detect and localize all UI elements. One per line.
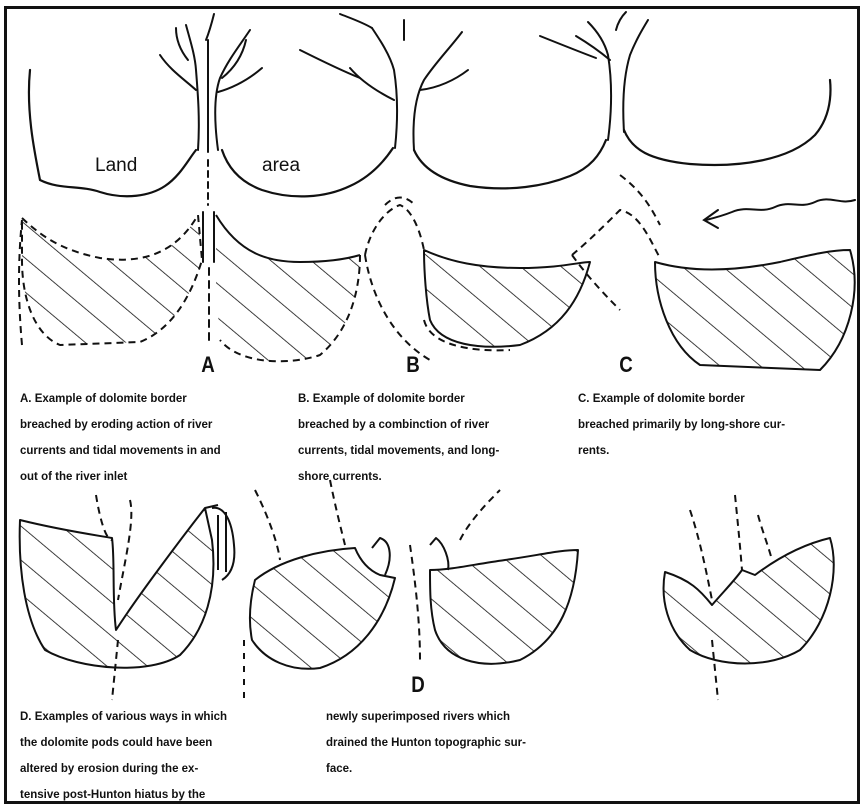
area-label: area — [262, 155, 300, 177]
pod-a — [19, 215, 360, 361]
caption-b: B. Example of dolomite border breached b… — [298, 386, 499, 490]
river-tree-c — [540, 12, 648, 140]
caption-line: newly superimposed rivers which — [326, 704, 526, 730]
caption-line: B. Example of dolomite border — [298, 386, 499, 412]
caption-line: drained the Hunton topographic sur- — [326, 730, 526, 756]
panel-label-c: C — [619, 352, 633, 378]
caption-line: breached primarily by long-shore cur- — [578, 412, 785, 438]
pod-d-middle — [250, 480, 578, 669]
panel-label-a: A — [201, 352, 215, 378]
panel-label-d: D — [411, 672, 425, 698]
caption-d-part1: D. Examples of various ways in which the… — [20, 704, 227, 808]
caption-line: breached by eroding action of river — [20, 412, 221, 438]
caption-line: shore currents. — [298, 464, 499, 490]
longshore-current-arrow — [704, 199, 855, 228]
panel-label-b: B — [406, 352, 420, 378]
caption-line: rents. — [578, 438, 785, 464]
caption-line: breached by a combinction of river — [298, 412, 499, 438]
caption-line: out of the river inlet — [20, 464, 221, 490]
caption-line: currents, tidal movements, and long- — [298, 438, 499, 464]
river-tree-a — [160, 14, 262, 152]
caption-line: C. Example of dolomite border — [578, 386, 785, 412]
land-label: Land — [95, 155, 137, 177]
caption-line: A. Example of dolomite border — [20, 386, 221, 412]
river-tree-b — [300, 14, 468, 150]
caption-line: altered by erosion during the ex- — [20, 756, 227, 782]
caption-a: A. Example of dolomite border breached b… — [20, 386, 221, 490]
pod-d-right — [664, 495, 834, 700]
caption-line: face. — [326, 756, 526, 782]
pod-d-left — [20, 495, 244, 700]
caption-line: the dolomite pods could have been — [20, 730, 227, 756]
caption-line: currents and tidal movements in and — [20, 438, 221, 464]
river-a-channel — [203, 160, 214, 340]
caption-line: D. Examples of various ways in which — [20, 704, 227, 730]
caption-c: C. Example of dolomite border breached p… — [578, 386, 785, 464]
caption-d-part2: newly superimposed rivers which drained … — [326, 704, 526, 782]
caption-line: tensive post-Hunton hiatus by the — [20, 782, 227, 808]
pod-b — [365, 205, 590, 360]
